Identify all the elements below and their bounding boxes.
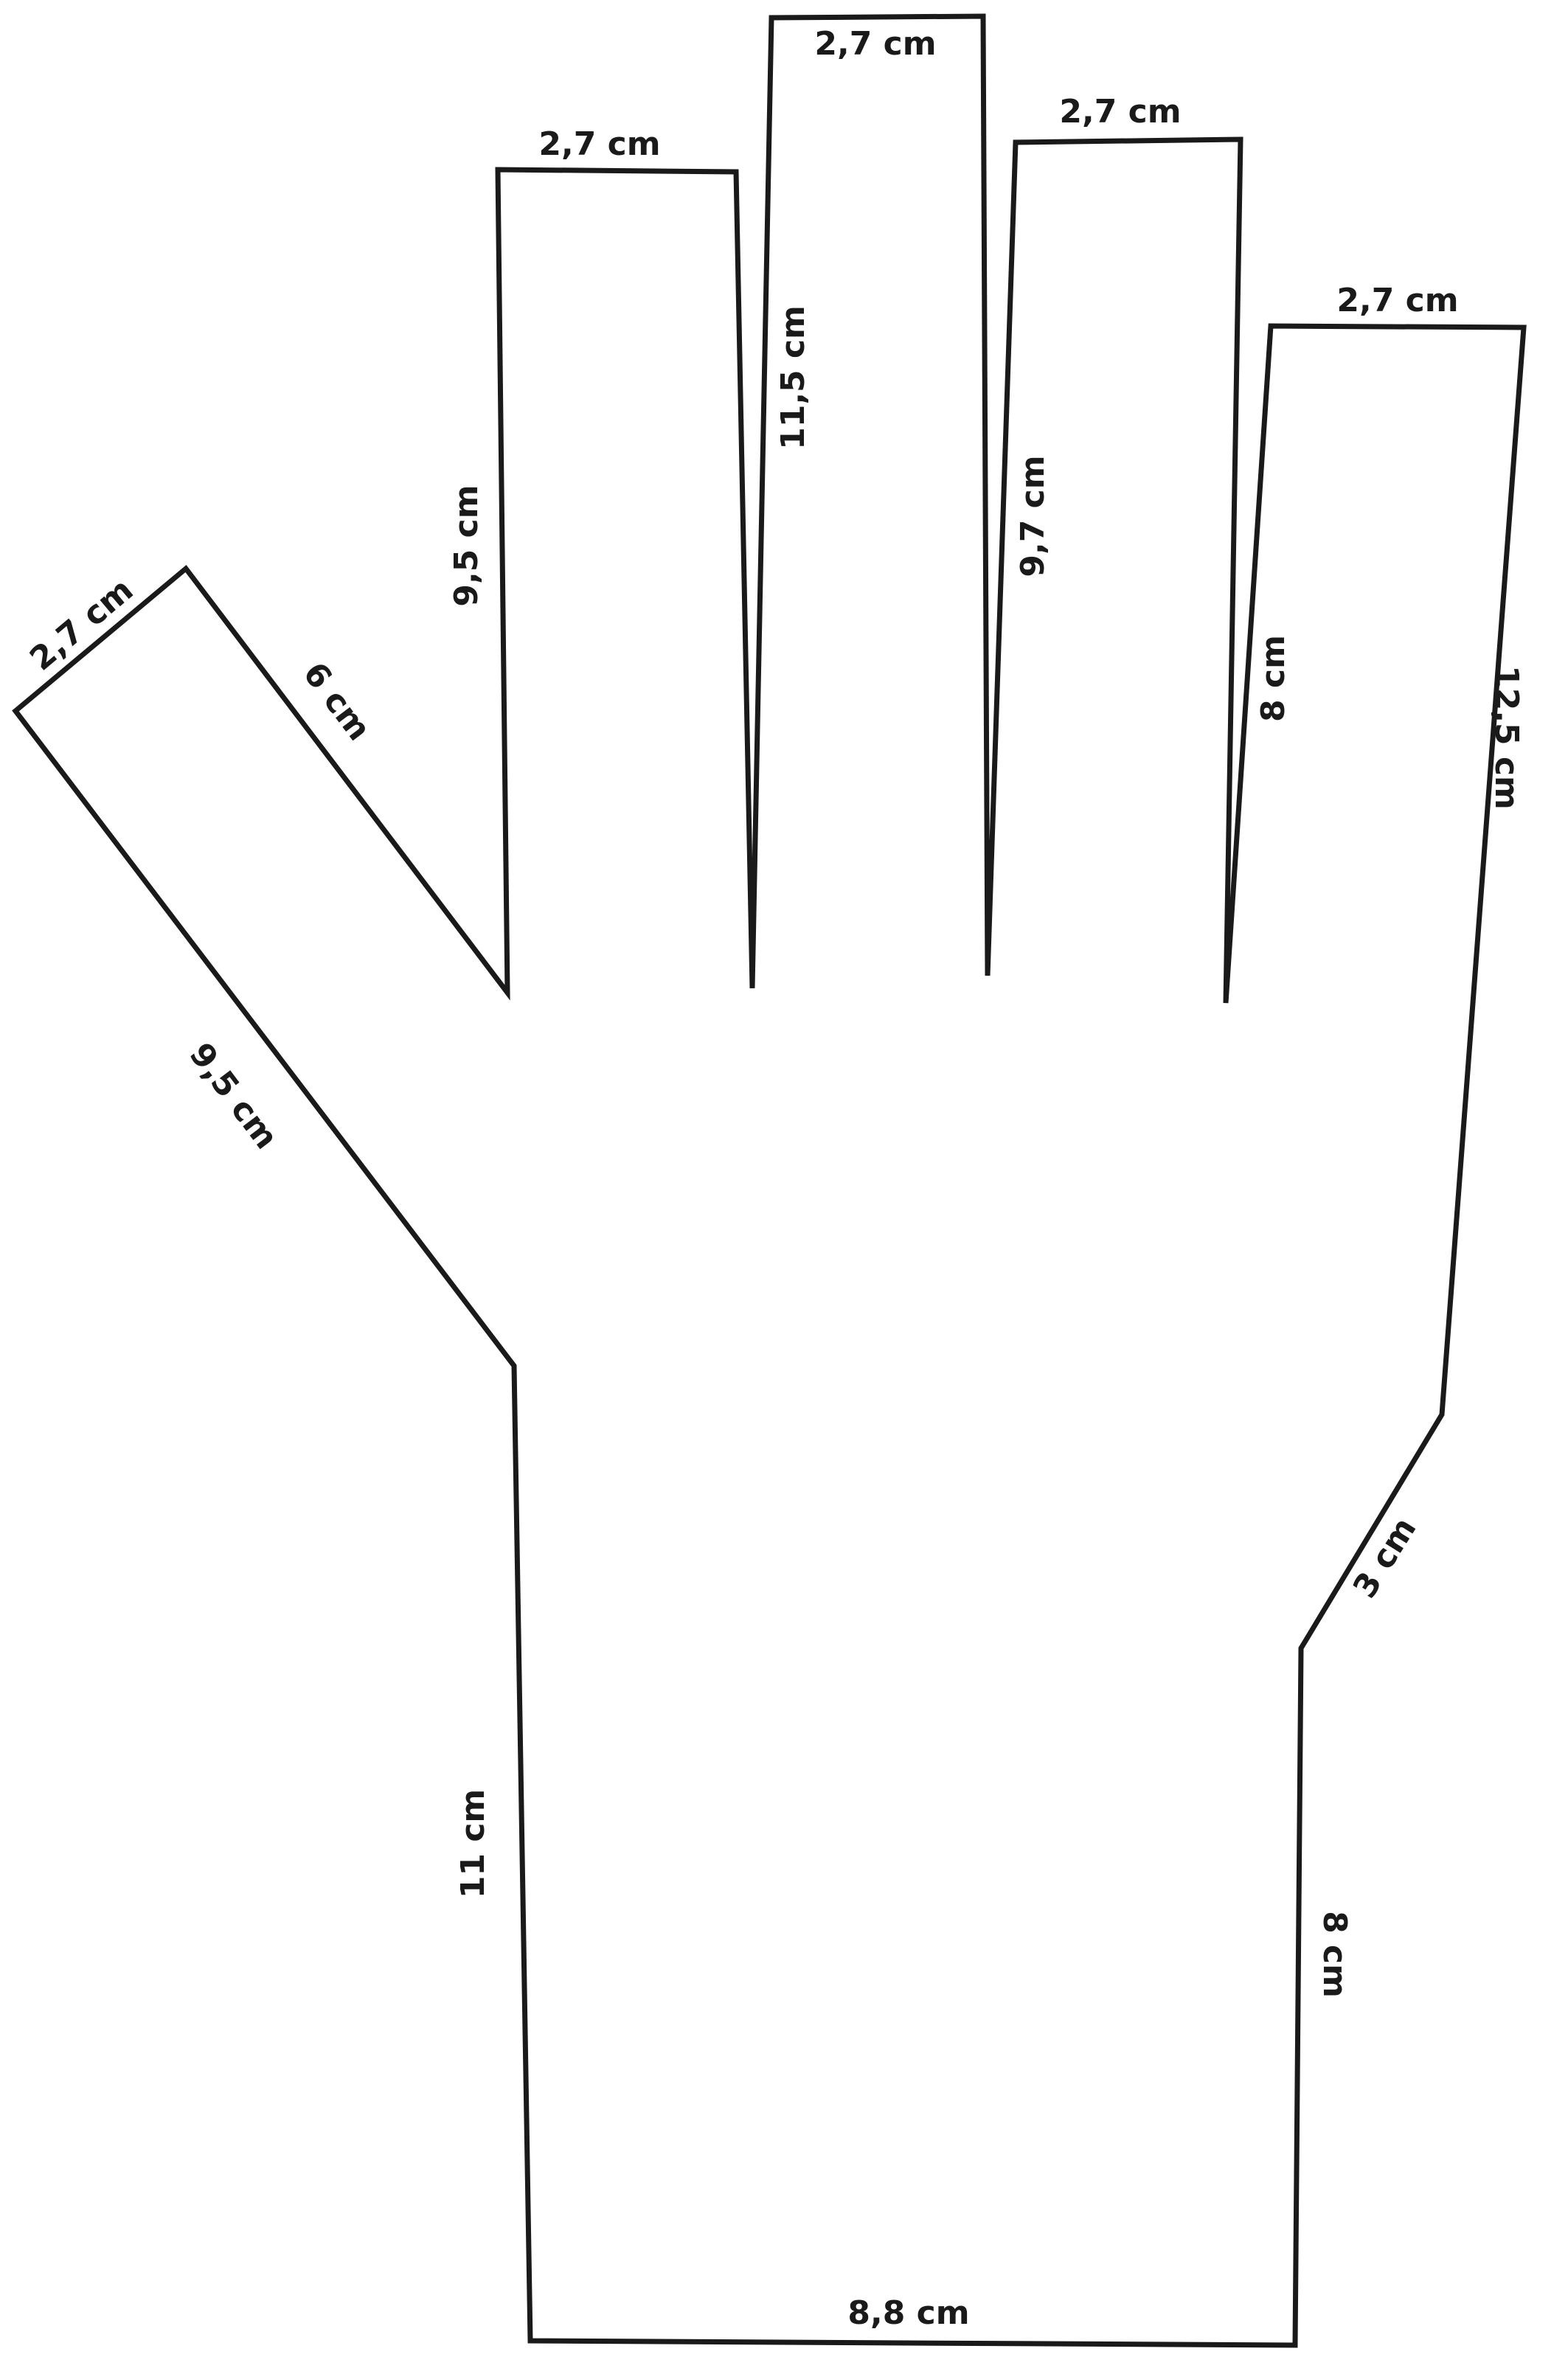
palm-right-label: 8 cm xyxy=(1316,1911,1353,1998)
index-outer-length-label: 12,5 cm xyxy=(1488,665,1525,810)
index-finger-width-label: 2,7 cm xyxy=(1336,282,1458,319)
palm-bottom-label: 8,8 cm xyxy=(847,2294,969,2332)
palm-left-label: 11 cm xyxy=(454,1789,492,1898)
little-finger-width-label: 2,7 cm xyxy=(538,125,660,163)
hand-outline xyxy=(12,13,1527,2348)
middle-finger-width-label: 2,7 cm xyxy=(1059,93,1181,131)
ring-finger-length-label: 11,5 cm xyxy=(774,305,812,450)
little-finger-length-label: 9,5 cm xyxy=(448,485,485,606)
middle-finger-length-label: 9,7 cm xyxy=(1014,455,1052,577)
index-finger-length-label: 8 cm xyxy=(1255,635,1292,722)
ring-finger-width-label: 2,7 cm xyxy=(814,25,936,63)
